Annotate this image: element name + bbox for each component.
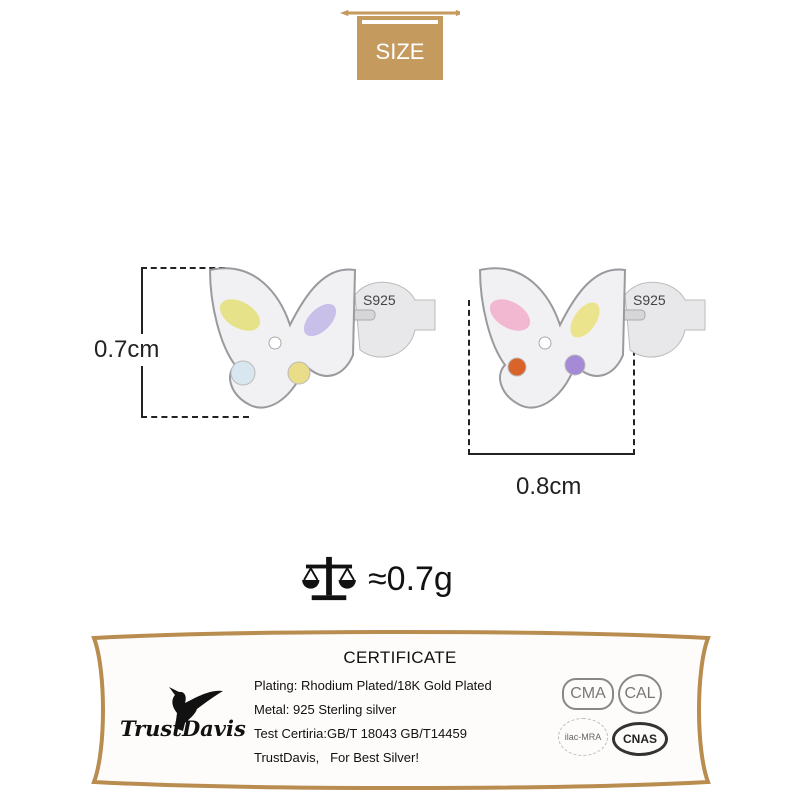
weight-row: ≈0.7g	[300, 555, 453, 603]
width-dim-line	[468, 453, 635, 455]
cert-line-test: Test Certiria:GB/T 18043 GB/T14459	[254, 726, 467, 741]
cert-line-slogan: TrustDavis, For Best Silver!	[254, 750, 419, 765]
certificate-title: CERTIFICATE	[343, 648, 457, 667]
certificate-lines: Plating: Rhodium Plated/18K Gold Plated …	[254, 674, 492, 770]
width-label: 0.8cm	[516, 473, 582, 501]
size-banner-label: SIZE	[375, 39, 425, 64]
badge-cma: CMA	[562, 678, 614, 710]
size-banner: SIZE	[357, 16, 443, 80]
stamp-right: S925	[633, 292, 666, 308]
stamp-left: S925	[363, 292, 396, 308]
width-dim-right	[633, 300, 635, 455]
height-dim-top	[141, 267, 225, 269]
banner-rod-icon	[340, 9, 460, 17]
earring-right-image: S925	[478, 267, 706, 409]
height-label: 0.7cm	[94, 334, 160, 366]
certificate-frame	[91, 630, 711, 790]
pegasus-logo-icon	[169, 687, 223, 731]
cert-line-metal: Metal: 925 Sterling silver	[254, 702, 397, 717]
certification-badges: CMA CAL ilac-MRA CNAS	[556, 672, 676, 762]
cert-line-plating: Plating: Rhodium Plated/18K Gold Plated	[254, 678, 492, 693]
earring-left-image: S925	[208, 267, 436, 409]
brand-logo-text: TrustDavis	[120, 716, 246, 741]
badge-cnas: CNAS	[612, 722, 668, 756]
scale-icon	[302, 556, 356, 601]
badge-ilac: ilac-MRA	[558, 718, 608, 756]
width-dim-left	[468, 300, 470, 455]
badge-cal: CAL	[618, 674, 662, 714]
weight-label: ≈0.7g	[368, 559, 453, 598]
height-dim-bottom	[141, 416, 249, 418]
